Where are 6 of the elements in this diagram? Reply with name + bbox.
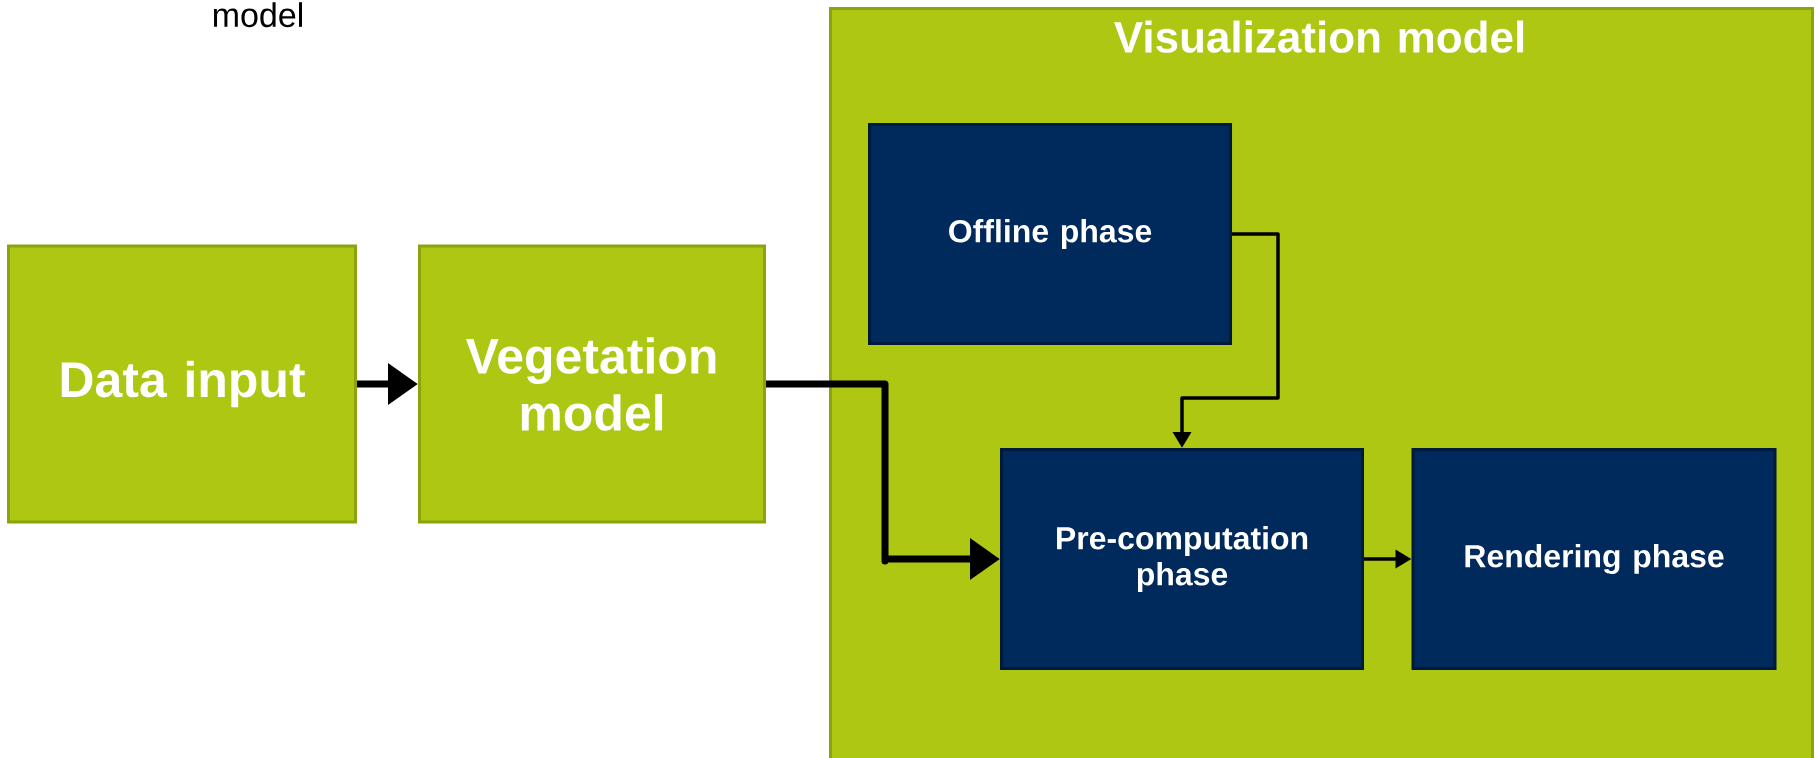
process-box: Vegetation model — [418, 244, 766, 524]
process-box: Offline phase — [868, 123, 1232, 345]
process-box: Pre-computation phase — [1000, 448, 1364, 670]
process-box: Rendering phase — [1411, 448, 1777, 670]
caption-text: model — [213, 2, 302, 28]
process-box: Data input — [7, 244, 357, 524]
